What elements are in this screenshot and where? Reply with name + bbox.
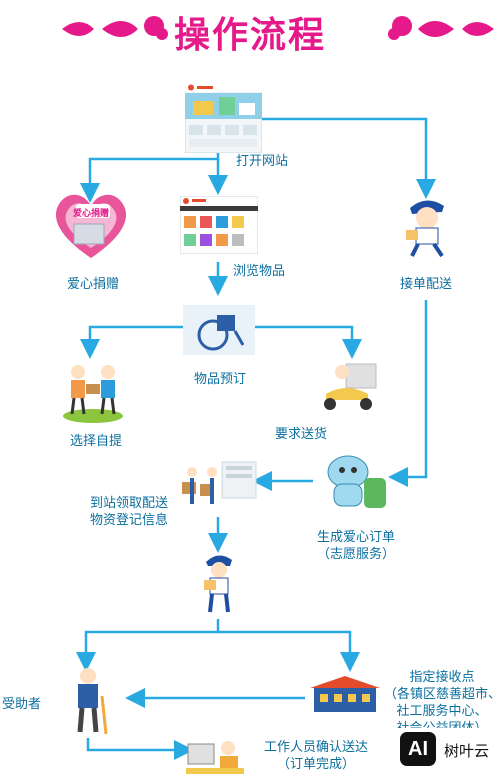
delivery-scooter-image — [324, 363, 377, 410]
accept-delivery-label: 接单配送 — [400, 276, 453, 291]
station-pickup-line2: 物资登记信息 — [90, 512, 169, 527]
designated-point-line3: 社工服务中心、 — [396, 703, 488, 718]
love-donation-label: 爱心捐赠 — [67, 276, 120, 291]
watermark-text: 树叶云 — [444, 743, 490, 760]
station-image — [182, 461, 257, 504]
designated-point-line2: （各镇区慈善超市、 — [384, 686, 500, 701]
browse-items-label: 浏览物品 — [233, 263, 286, 278]
designated-point-line1: 指定接收点 — [409, 669, 475, 684]
self-pickup-image — [63, 365, 123, 423]
self-pickup-label: 选择自提 — [70, 433, 123, 448]
staff-confirm-label: 工作人员确认送达 （订单完成） — [256, 738, 376, 772]
station-pickup-label: 到站领取配送 物资登记信息 — [90, 494, 168, 528]
courier-image — [406, 200, 444, 258]
wheelchair-image — [183, 305, 255, 355]
love-order-line1: 生成爱心订单 — [316, 529, 395, 544]
designated-point-building-image — [310, 676, 380, 712]
staff-computer-image — [186, 741, 244, 774]
courier-delivery-image — [204, 555, 232, 613]
staff-confirm-line1: 工作人员确认送达 — [263, 739, 368, 754]
love-order-line2: （志愿服务） — [316, 546, 395, 561]
decor-hearts-right — [388, 16, 494, 40]
open-website-label: 打开网站 — [236, 153, 289, 168]
page-title: 操作流程 — [173, 15, 326, 56]
love-order-mascot-image — [327, 455, 386, 508]
love-donation-image — [55, 194, 127, 258]
love-order-label: 生成爱心订单 （志愿服务） — [306, 528, 406, 562]
recipient-elderly-image — [77, 668, 108, 735]
designated-point-label: 指定接收点 （各镇区慈善超市、 社工服务中心、 社会公益团体） — [384, 668, 500, 736]
love-donation-sign: 爱心捐赠 — [73, 208, 110, 218]
staff-confirm-line2: （订单完成） — [276, 756, 355, 771]
browse-items-screenshot-image — [180, 196, 258, 254]
decor-hearts-left — [62, 16, 168, 40]
watermark: AI 树叶云 — [396, 728, 500, 772]
request-delivery-label: 要求送货 — [275, 426, 328, 441]
website-screenshot-image — [185, 83, 262, 153]
reserve-items-label: 物品预订 — [194, 371, 247, 386]
station-pickup-line1: 到站领取配送 — [90, 495, 169, 510]
watermark-badge: AI — [400, 732, 436, 766]
recipient-label: 受助者 — [2, 696, 42, 711]
